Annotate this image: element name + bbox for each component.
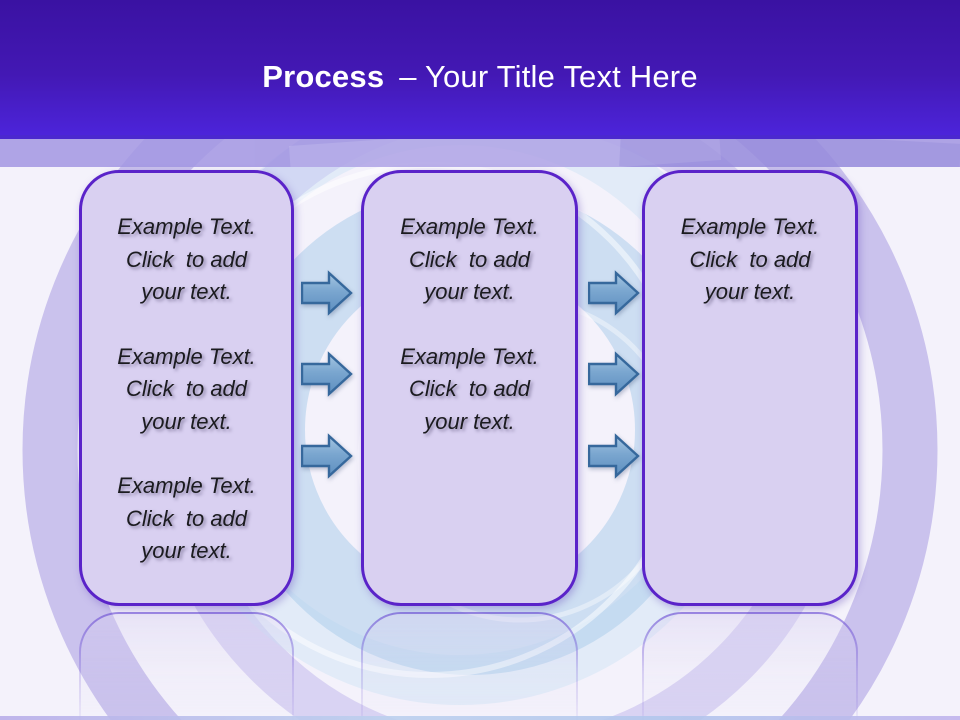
box-reflection [0, 612, 960, 720]
slide-title-bar: Process – Your Title Text Here [0, 0, 960, 135]
box-text[interactable]: Example Text. Click to add your text. [117, 473, 256, 563]
bottom-edge-strip [0, 716, 960, 720]
box-text[interactable]: Example Text. Click to add your text. [117, 214, 256, 304]
title-rest: – Your Title Text Here [399, 58, 698, 94]
arrow-right-icon[interactable] [301, 351, 353, 397]
box-reflection-shape [79, 612, 294, 720]
band-swirl-shape [619, 139, 960, 167]
box-text[interactable]: Example Text. Click to add your text. [400, 343, 539, 434]
arrow-right-icon[interactable] [588, 351, 640, 397]
arrow-right-icon[interactable] [301, 433, 353, 479]
process-box-3[interactable]: Example Text. Click to add your text. [642, 170, 858, 606]
arrow-right-icon[interactable] [301, 270, 353, 316]
box-reflection-shape [642, 612, 858, 720]
box-reflection-shape [361, 612, 578, 720]
header-divider [0, 135, 960, 139]
box-text[interactable]: Example Text. Click to add your text. [680, 214, 820, 304]
slide-title[interactable]: Process – Your Title Text Here [262, 41, 698, 95]
title-keyword: Process [262, 58, 385, 94]
process-box-1[interactable]: Example Text. Click to add your text. Ex… [79, 170, 294, 606]
box-text[interactable]: Example Text. Click to add your text. [400, 214, 539, 304]
process-box-2[interactable]: Example Text. Click to add your text. Ex… [361, 170, 578, 606]
box-text[interactable]: Example Text. Click to add your text. [117, 343, 256, 434]
arrow-right-icon[interactable] [588, 270, 640, 316]
arrow-right-icon[interactable] [588, 433, 640, 479]
accent-band [0, 139, 960, 167]
